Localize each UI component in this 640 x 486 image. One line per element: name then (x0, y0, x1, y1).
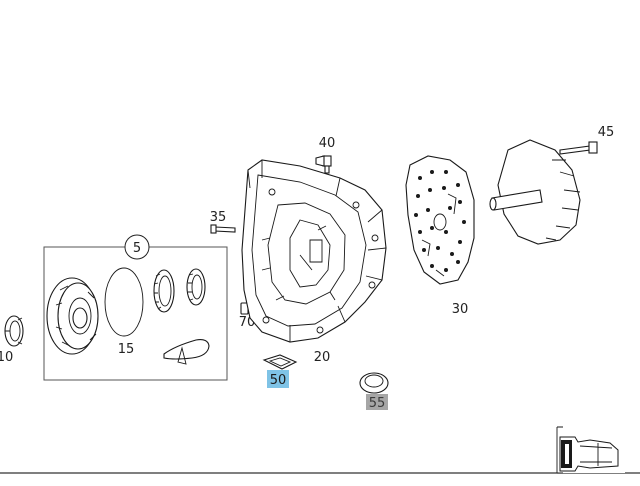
o-ring-large[interactable] (104, 267, 144, 337)
gasket-50[interactable] (262, 354, 298, 370)
transmission-thumbnail-icon[interactable] (556, 426, 625, 474)
screw-35[interactable] (210, 224, 236, 234)
transmission-housing-20[interactable] (241, 159, 387, 343)
callout-35[interactable]: 35 (210, 210, 227, 225)
callout-55[interactable]: 55 (369, 396, 386, 411)
callout-30[interactable]: 30 (452, 302, 469, 317)
cover-plug-55[interactable] (359, 372, 389, 394)
callout-20[interactable]: 20 (314, 350, 331, 365)
bolt-40[interactable] (315, 155, 332, 174)
callout-50[interactable]: 50 (270, 373, 287, 388)
torque-converter-45[interactable] (489, 139, 581, 245)
part-10-seal[interactable] (4, 315, 24, 347)
callout-55-highlight (366, 394, 388, 410)
cable-tie[interactable] (163, 339, 210, 365)
valve-body-plate-30[interactable] (405, 155, 475, 285)
callout-5[interactable]: 5 (133, 241, 141, 256)
gear-ring-1[interactable] (153, 269, 175, 313)
callout-15[interactable]: 15 (118, 342, 135, 357)
callout-50-highlight (267, 370, 289, 388)
oil-pump-body[interactable] (46, 277, 99, 355)
bolt-45[interactable] (559, 141, 598, 155)
callout-40[interactable]: 40 (319, 136, 336, 151)
callout-45[interactable]: 45 (598, 125, 615, 140)
callout-5-circle[interactable] (124, 234, 150, 260)
callout-10[interactable]: 10 (0, 350, 13, 365)
gear-ring-2[interactable] (186, 268, 206, 306)
